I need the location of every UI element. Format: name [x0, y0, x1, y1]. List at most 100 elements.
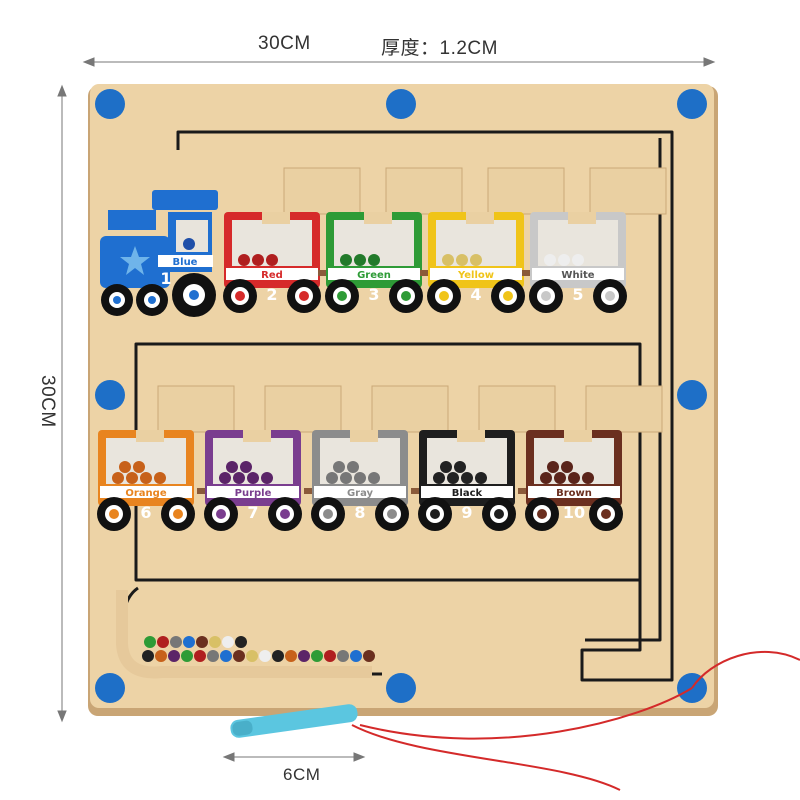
car-label: Gray	[347, 488, 374, 499]
bead	[324, 650, 336, 662]
bead	[354, 254, 366, 266]
bead	[298, 650, 310, 662]
car-label: Red	[261, 270, 283, 281]
bead	[285, 650, 297, 662]
bead	[233, 472, 245, 484]
train-car-gray: Gray 8	[304, 385, 449, 531]
bead	[354, 472, 366, 484]
magnet-icon	[677, 89, 707, 119]
bead	[235, 636, 247, 648]
bead	[133, 461, 145, 473]
bead	[447, 472, 459, 484]
loose-beads	[142, 636, 375, 662]
bead	[157, 636, 169, 648]
car-number: 9	[461, 503, 472, 522]
pen-length-label: 6CM	[283, 765, 321, 784]
magnet-icon	[386, 673, 416, 703]
bead	[547, 461, 559, 473]
bead	[168, 650, 180, 662]
bead	[181, 650, 193, 662]
bead	[240, 461, 252, 473]
bead	[238, 254, 250, 266]
bead	[433, 472, 445, 484]
bead	[368, 472, 380, 484]
bead	[247, 472, 259, 484]
bead	[558, 254, 570, 266]
star-icon	[120, 246, 150, 275]
bead	[333, 461, 345, 473]
bead	[461, 472, 473, 484]
bead	[554, 472, 566, 484]
car-label: Orange	[125, 488, 166, 499]
bead	[219, 472, 231, 484]
bead	[440, 461, 452, 473]
corner-magnets	[95, 89, 707, 703]
car-number: 3	[368, 285, 379, 304]
bead	[582, 472, 594, 484]
car-number: 5	[572, 285, 583, 304]
car-label: Yellow	[457, 270, 494, 281]
car-number: 8	[354, 503, 365, 522]
bead	[261, 472, 273, 484]
bead	[363, 650, 375, 662]
bead	[442, 254, 454, 266]
car-label: White	[561, 270, 594, 281]
bead	[222, 636, 234, 648]
bead	[350, 650, 362, 662]
bead	[540, 472, 552, 484]
thickness-label: 厚度：1.2CM	[381, 38, 498, 59]
magnet-icon	[677, 380, 707, 410]
bead	[209, 636, 221, 648]
bead	[259, 650, 271, 662]
bead	[142, 650, 154, 662]
bead	[470, 254, 482, 266]
bead	[194, 650, 206, 662]
bead	[326, 472, 338, 484]
magnet-icon	[95, 673, 125, 703]
bead	[112, 472, 124, 484]
car-number: 4	[470, 285, 481, 304]
bead	[340, 472, 352, 484]
train-car-black: Black 9	[411, 385, 556, 531]
bead	[475, 472, 487, 484]
bead	[196, 636, 208, 648]
magnet-icon	[386, 89, 416, 119]
bead	[568, 472, 580, 484]
bead	[170, 636, 182, 648]
bead	[252, 254, 264, 266]
bead	[144, 636, 156, 648]
width-dimension-label: 30CM	[258, 33, 311, 54]
bead	[233, 650, 245, 662]
train-cars: Red2Green3Yellow4White5Orange6Purple7Gra…	[97, 167, 667, 531]
bead	[340, 254, 352, 266]
bead	[272, 650, 284, 662]
bead	[207, 650, 219, 662]
bead	[456, 254, 468, 266]
bead	[561, 461, 573, 473]
bead	[126, 472, 138, 484]
car-number: 10	[563, 503, 585, 522]
magnet-icon	[95, 89, 125, 119]
bead	[572, 254, 584, 266]
magnetic-pen	[230, 651, 800, 791]
bead	[155, 650, 167, 662]
bead	[140, 472, 152, 484]
bead	[311, 650, 323, 662]
magnet-icon	[95, 380, 125, 410]
train-car-white: White 5	[522, 167, 667, 313]
bead	[154, 472, 166, 484]
train-engine: Blue 1	[100, 190, 218, 317]
engine-number: 1	[160, 269, 171, 288]
bead	[368, 254, 380, 266]
engine-label: Blue	[173, 257, 198, 268]
bead	[226, 461, 238, 473]
car-label: Black	[452, 488, 483, 499]
car-label: Green	[357, 270, 391, 281]
bead	[347, 461, 359, 473]
car-number: 7	[247, 503, 258, 522]
bead	[454, 461, 466, 473]
